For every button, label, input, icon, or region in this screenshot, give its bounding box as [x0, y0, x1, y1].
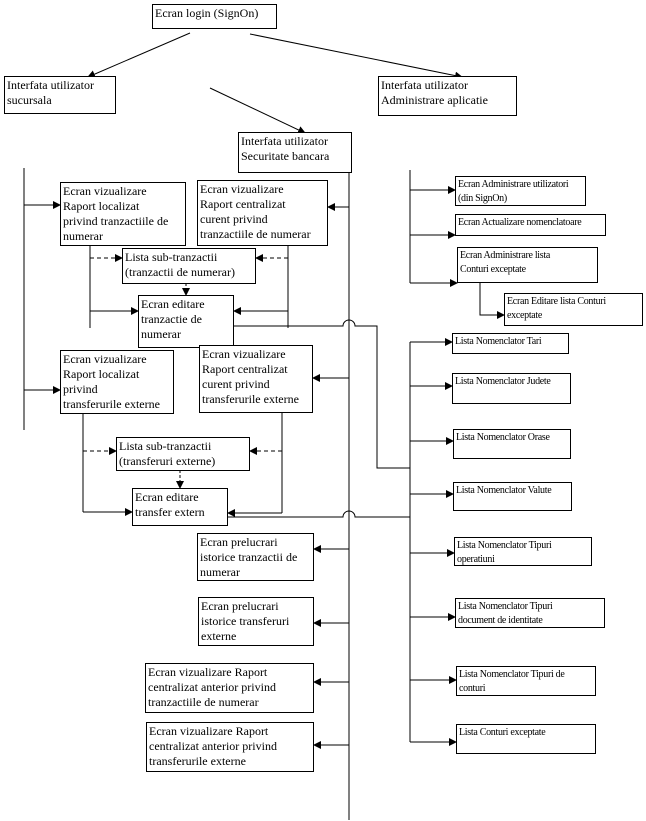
- admin-utilizatori-box: Ecran Administrare utilizatori (din Sign…: [455, 176, 586, 206]
- lista-orase-box: Lista Nomenclator Orase: [453, 429, 571, 459]
- editare-transfer-box: Ecran editare transfer extern: [132, 488, 228, 526]
- lista-conturi-exceptate-box: Lista Conturi exceptate: [456, 724, 596, 754]
- lista-tipuri-conturi-box: Lista Nomenclator Tipuri de conturi: [456, 666, 596, 696]
- raport-localizat-numerar-box: Ecran vizualizare Raport localizat privi…: [60, 182, 186, 246]
- securitate-interface-box: Interfata utilizator Securitate bancara: [238, 132, 352, 173]
- anterior-transferuri-box: Ecran vizualizare Raport centralizat ant…: [146, 722, 314, 772]
- lista-tari-box: Lista Nomenclator Tari: [452, 333, 569, 354]
- sub-tranzactii-numerar-box: Lista sub-tranzactii (tranzactii de nume…: [122, 248, 256, 284]
- editare-lista-conturi-box: Ecran Editare lista Conturi exceptate: [504, 293, 643, 326]
- prelucrari-numerar-box: Ecran prelucrari istorice tranzactii de …: [197, 533, 314, 581]
- anterior-numerar-box: Ecran vizualizare Raport centralizat ant…: [145, 663, 314, 713]
- lista-tipuri-operatiuni-box: Lista Nomenclator Tipuri operatiuni: [454, 537, 592, 566]
- lista-judete-box: Lista Nomenclator Judete: [452, 373, 571, 404]
- login-screen-box: Ecran login (SignOn): [152, 4, 277, 29]
- raport-centralizat-numerar-box: Ecran vizualizare Raport centralizat cur…: [197, 180, 328, 246]
- editare-tranzactie-box: Ecran editare tranzactie de numerar: [138, 295, 234, 348]
- raport-localizat-transferuri-box: Ecran vizualizare Raport localizat privi…: [60, 350, 174, 414]
- actualizare-nomenclatoare-box: Ecran Actualizare nomenclatoare: [455, 214, 606, 236]
- prelucrari-transferuri-box: Ecran prelucrari istorice transferuri ex…: [198, 597, 314, 646]
- raport-centralizat-transferuri-box: Ecran vizualizare Raport centralizat cur…: [199, 345, 313, 413]
- administrare-interface-box: Interfata utilizator Administrare aplica…: [378, 76, 517, 116]
- sucursala-interface-box: Interfata utilizator sucursala: [4, 76, 116, 114]
- lista-tipuri-document-box: Lista Nomenclator Tipuri document de ide…: [455, 598, 605, 628]
- admin-lista-conturi-box: Ecran Administrare lista Conturi excepta…: [457, 247, 598, 283]
- lista-valute-box: Lista Nomenclator Valute: [453, 482, 572, 511]
- sub-tranzactii-transferuri-box: Lista sub-tranzactii (transferuri extern…: [116, 437, 250, 471]
